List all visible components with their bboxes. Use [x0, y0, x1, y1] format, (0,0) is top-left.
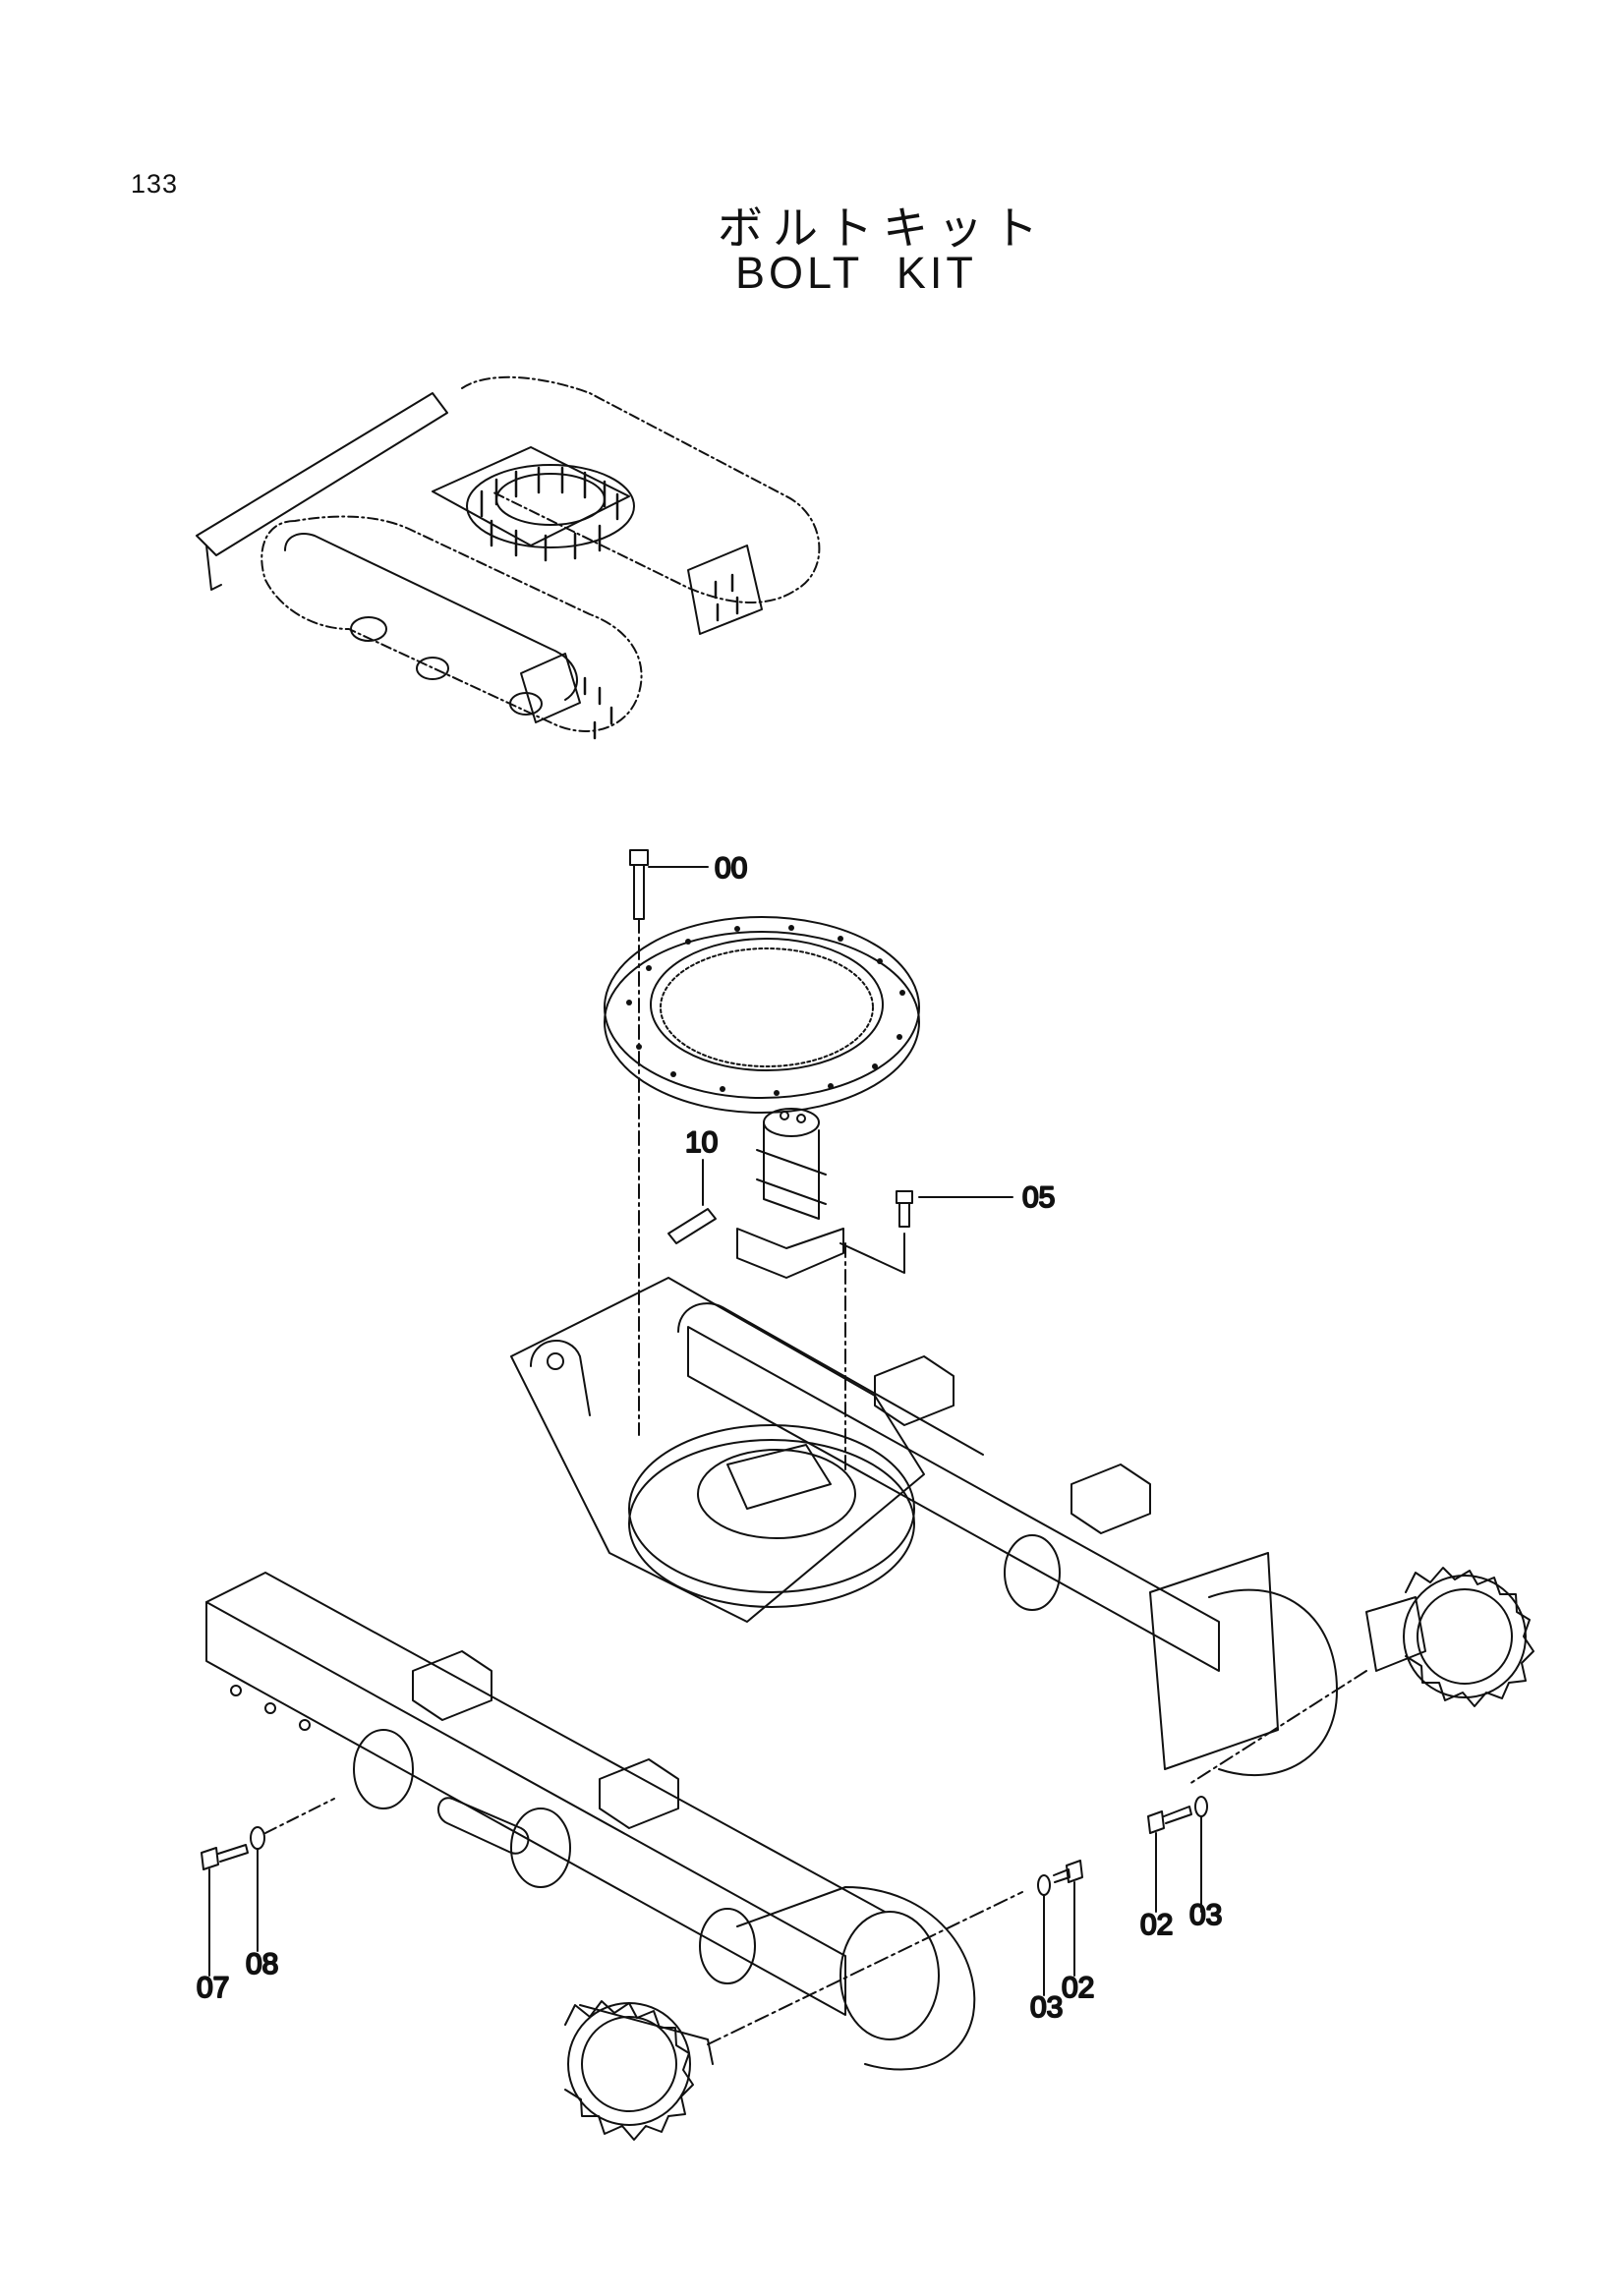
track-frame-icon: [205, 1277, 1338, 2071]
sprocket-drive-right-icon: [1188, 1567, 1534, 1785]
page-number: 133: [131, 169, 179, 199]
center-joint-icon: [667, 1108, 1013, 1475]
excavator-undercarriage-overview-icon: [196, 375, 821, 740]
swing-bearing-ring-icon: [604, 916, 920, 1114]
washer-icon: [250, 1796, 1208, 1996]
callout-02-right: 02: [1140, 1909, 1173, 1941]
title-japanese: ボルトキット: [718, 201, 1048, 255]
hex-bolt-icon: [201, 1806, 1192, 1977]
callout-00: 00: [715, 852, 747, 885]
callout-03-right: 03: [1189, 1899, 1222, 1931]
callout-07: 07: [197, 1972, 229, 2004]
callout-08: 08: [246, 1948, 278, 1980]
sprocket-drive-left-icon: [564, 1891, 1023, 2141]
callout-03-left: 03: [1030, 1991, 1063, 2024]
callout-02-left: 02: [1062, 1972, 1094, 2004]
callout-05: 05: [1022, 1181, 1055, 1214]
hex-bolt-icon: [629, 849, 709, 1436]
callout-10: 10: [685, 1126, 718, 1159]
title-english: BOLT KIT: [735, 248, 977, 298]
